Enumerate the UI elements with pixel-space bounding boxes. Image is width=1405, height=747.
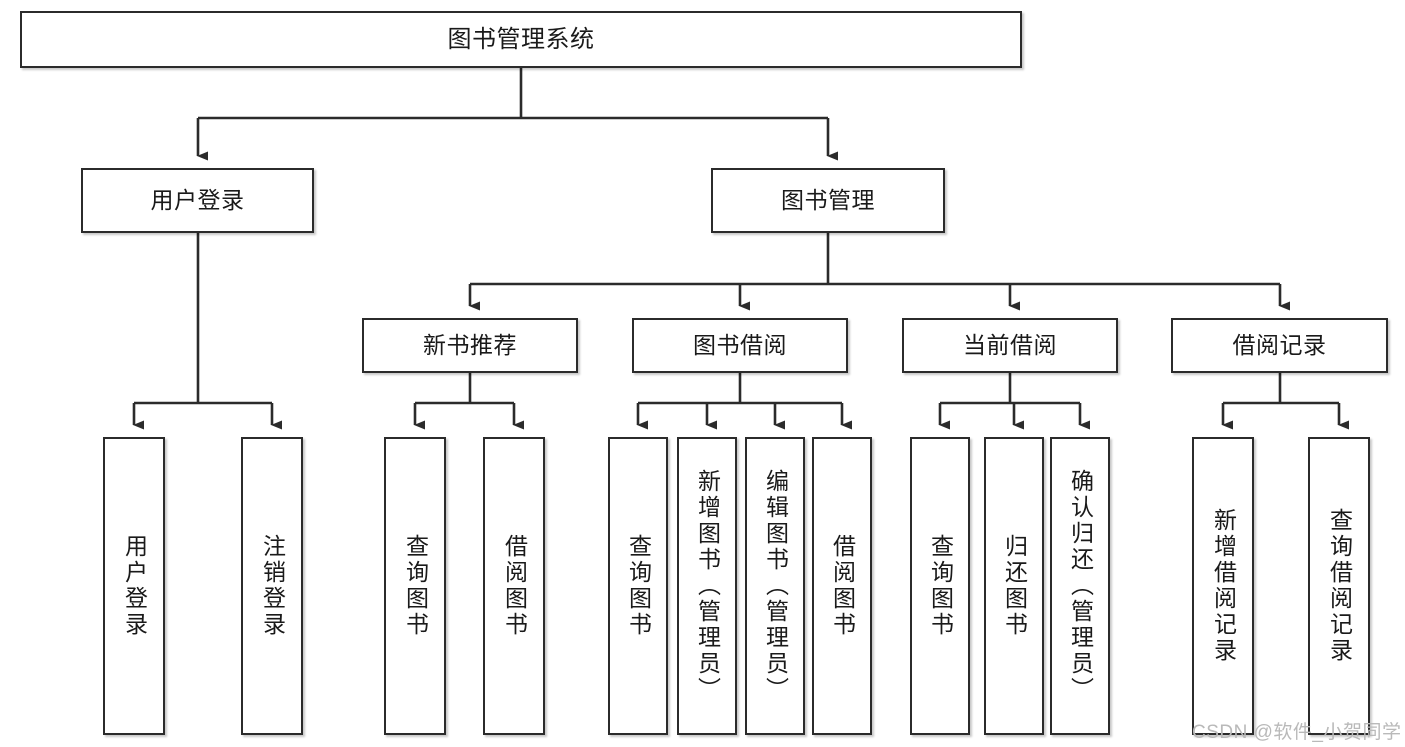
node-leaf-edit-book[interactable]: 编辑图书（管理员） <box>745 437 805 735</box>
node-label: 查询图书 <box>625 534 652 638</box>
node-label: 图书管理系统 <box>447 25 595 53</box>
node-new-book-rec[interactable]: 新书推荐 <box>362 318 578 373</box>
node-user-login[interactable]: 用户登录 <box>81 168 314 233</box>
node-leaf-query-rec[interactable]: 查询借阅记录 <box>1308 437 1370 735</box>
node-leaf-query-1[interactable]: 查询图书 <box>384 437 446 735</box>
node-label: 编辑图书（管理员） <box>762 469 789 703</box>
node-book-borrow[interactable]: 图书借阅 <box>632 318 848 373</box>
node-label: 归还图书 <box>1001 534 1028 638</box>
node-label: 新增借阅记录 <box>1210 508 1237 664</box>
node-label: 查询借阅记录 <box>1326 508 1353 664</box>
node-root[interactable]: 图书管理系统 <box>20 11 1022 68</box>
node-label: 图书管理 <box>781 187 875 214</box>
node-label: 用户登录 <box>121 534 148 638</box>
node-leaf-query-3[interactable]: 查询图书 <box>910 437 970 735</box>
node-leaf-logout[interactable]: 注销登录 <box>241 437 303 735</box>
node-label: 用户登录 <box>150 187 245 214</box>
node-label: 新增图书（管理员） <box>694 469 721 703</box>
node-leaf-borrow-2[interactable]: 借阅图书 <box>812 437 872 735</box>
node-label: 查询图书 <box>402 534 429 638</box>
node-leaf-add-rec[interactable]: 新增借阅记录 <box>1192 437 1254 735</box>
node-leaf-query-2[interactable]: 查询图书 <box>608 437 668 735</box>
node-label: 注销登录 <box>259 534 286 638</box>
node-label: 查询图书 <box>927 534 954 638</box>
node-leaf-user-login[interactable]: 用户登录 <box>103 437 165 735</box>
node-leaf-confirm[interactable]: 确认归还（管理员） <box>1050 437 1110 735</box>
node-label: 新书推荐 <box>423 332 517 359</box>
node-leaf-return[interactable]: 归还图书 <box>984 437 1044 735</box>
node-label: 借阅图书 <box>829 534 856 638</box>
node-book-manage[interactable]: 图书管理 <box>711 168 945 233</box>
node-leaf-borrow-1[interactable]: 借阅图书 <box>483 437 545 735</box>
node-label: 借阅图书 <box>501 534 528 638</box>
node-label: 借阅记录 <box>1232 332 1327 359</box>
node-borrow-record[interactable]: 借阅记录 <box>1171 318 1388 373</box>
node-leaf-add-book[interactable]: 新增图书（管理员） <box>677 437 737 735</box>
node-label: 当前借阅 <box>963 332 1057 359</box>
csdn-watermark: CSDN @软件_小贺同学 <box>1192 722 1402 743</box>
node-label: 确认归还（管理员） <box>1067 469 1094 703</box>
node-current-borrow[interactable]: 当前借阅 <box>902 318 1118 373</box>
node-label: 图书借阅 <box>693 332 787 359</box>
